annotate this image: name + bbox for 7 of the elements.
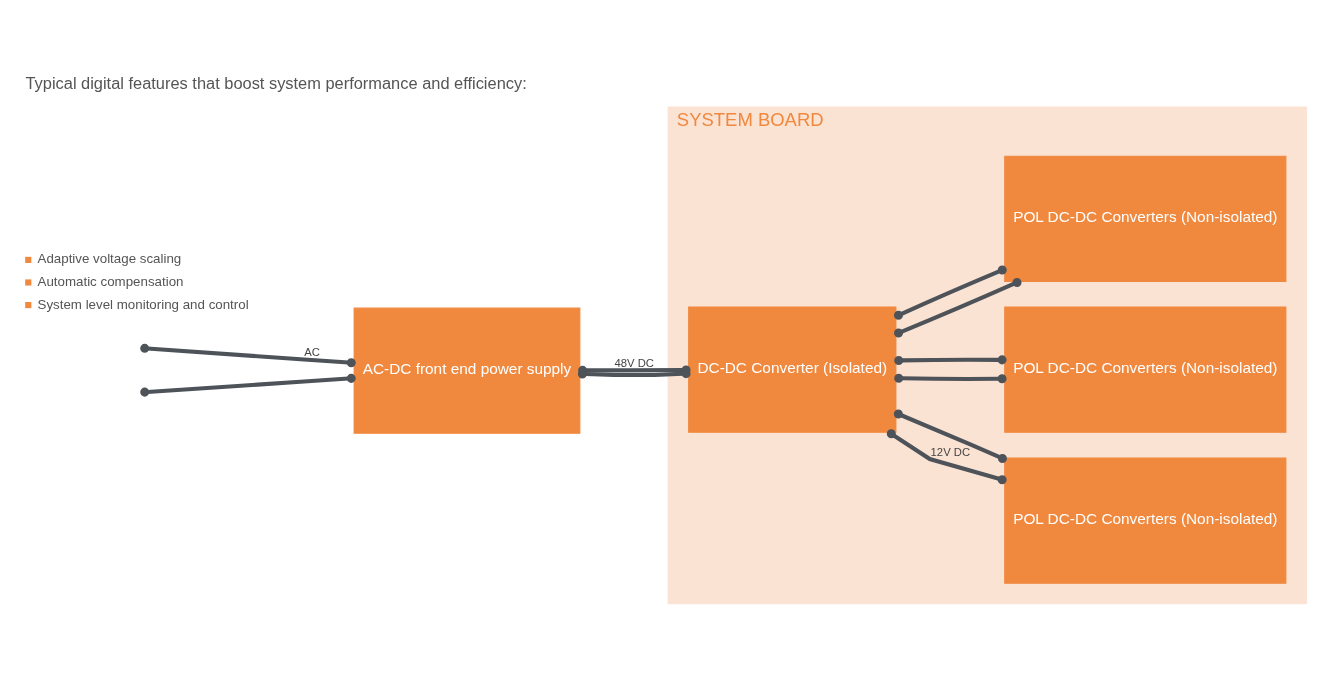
label: Automatic compensation: [37, 273, 184, 289]
diagram-title: Typical digital features that boost system performance and efficiency:: [25, 74, 527, 93]
edge-label: AC: [304, 346, 320, 359]
edge-label: 48V DC: [614, 357, 654, 370]
label: Adaptive voltage scaling: [37, 251, 182, 267]
edge-label: 12V DC: [930, 445, 971, 458]
label: System level monitoring and control: [37, 296, 249, 312]
